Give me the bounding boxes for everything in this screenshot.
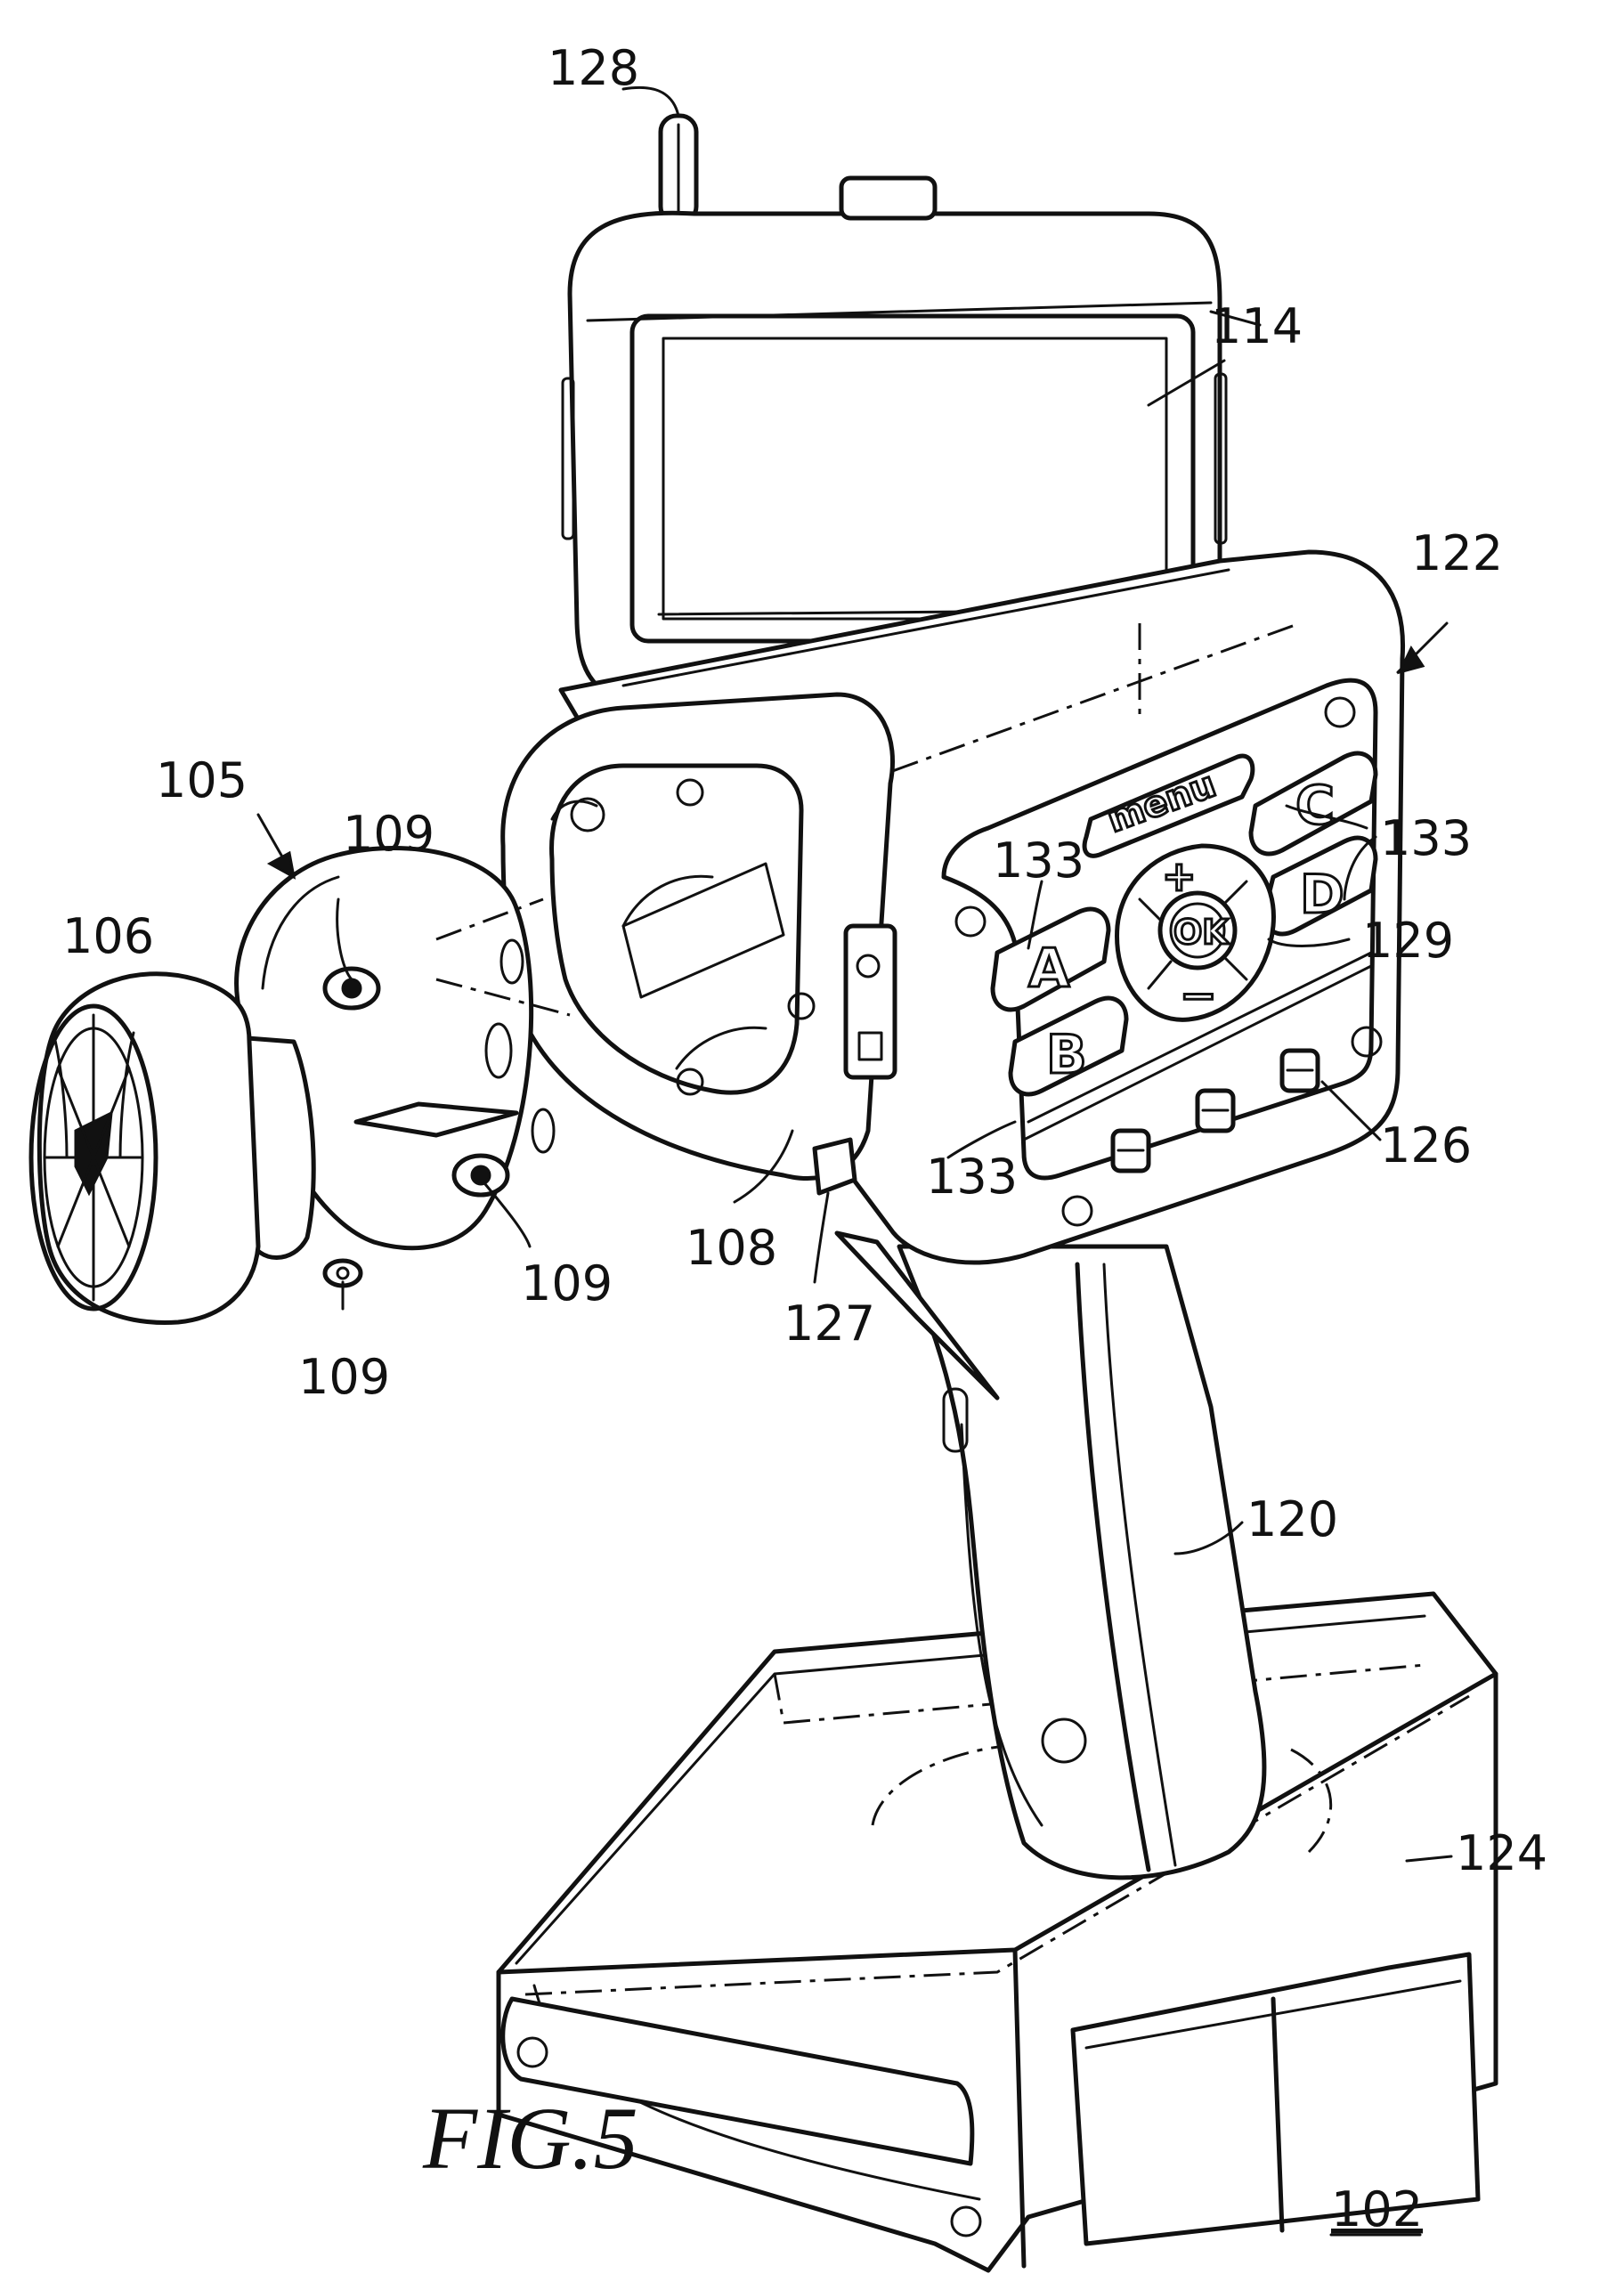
label-screw-right: 109 <box>521 1255 613 1311</box>
label-antenna: 128 <box>548 40 639 96</box>
button-c-label: C <box>1295 775 1335 837</box>
label-ok-pad: 129 <box>1362 913 1454 969</box>
label-wheel-mount: 108 <box>686 1220 777 1276</box>
trim-switch-1[interactable] <box>1113 1131 1149 1171</box>
label-control-panel: 122 <box>1411 525 1503 581</box>
button-a-label: A <box>1028 938 1070 1000</box>
label-buttons-left: 133 <box>993 832 1084 889</box>
label-trim-switches: 126 <box>1380 1117 1472 1173</box>
screw-top <box>325 969 378 1008</box>
label-base: 124 <box>1456 1825 1547 1881</box>
button-minus-label: − <box>1180 970 1217 1021</box>
label-steering-assembly: 105 <box>156 752 248 808</box>
label-screw-top: 109 <box>343 806 434 862</box>
button-ok[interactable]: OK <box>1160 893 1235 968</box>
antenna <box>661 116 696 223</box>
trim-switch-2[interactable] <box>1198 1091 1233 1131</box>
figure-caption: FIG.5 <box>422 2089 638 2188</box>
label-handle: 120 <box>1246 1491 1338 1547</box>
button-ok-label: OK <box>1173 913 1230 952</box>
wheel-mount-frame <box>503 694 895 1193</box>
label-buttons-top: 133 <box>1380 810 1472 866</box>
trim-switch-3[interactable] <box>1282 1051 1318 1091</box>
button-b-label: B <box>1046 1024 1087 1086</box>
label-trigger-switch: 127 <box>784 1295 875 1352</box>
label-display: 114 <box>1211 298 1303 354</box>
button-d-label: D <box>1300 864 1344 926</box>
label-screw-bottom: 109 <box>298 1349 390 1405</box>
label-buttons-bottom: 133 <box>926 1149 1018 1205</box>
label-wheel: 106 <box>62 908 154 964</box>
sheet-reference: 102 <box>1331 2181 1423 2237</box>
screw-right <box>454 1156 508 1195</box>
